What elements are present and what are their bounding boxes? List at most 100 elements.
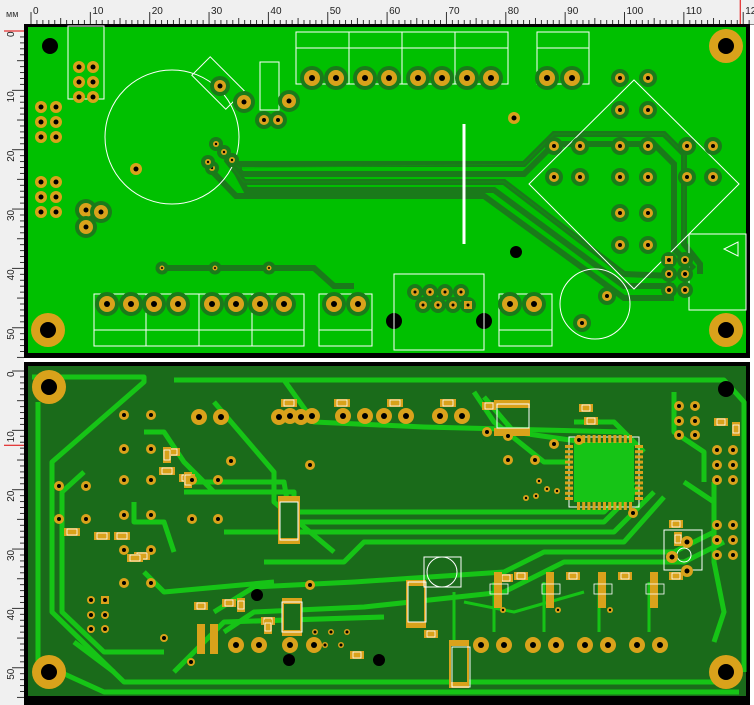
drill-hole: [577, 438, 581, 442]
drill-hole: [552, 144, 556, 148]
qfp-pin: [608, 435, 612, 443]
ruler-label: 40: [6, 269, 17, 281]
drill-hole: [329, 630, 333, 634]
smd-resistor: [424, 630, 438, 638]
drill-hole: [488, 75, 494, 81]
drill-hole: [715, 523, 719, 527]
drill-hole: [149, 478, 153, 482]
drill-hole: [501, 642, 507, 648]
qfp-pin: [635, 491, 643, 495]
drill-hole: [38, 194, 44, 200]
drill-hole: [618, 243, 622, 247]
drill-hole: [552, 442, 556, 446]
drill-hole: [89, 613, 93, 617]
drill-hole: [83, 207, 89, 213]
drill-hole: [552, 175, 556, 179]
drill-hole: [287, 413, 293, 419]
drill-hole: [90, 94, 96, 100]
drill-hole: [149, 513, 153, 517]
drill-hole: [618, 175, 622, 179]
drill-hole: [715, 538, 719, 542]
qfp-pin: [618, 502, 622, 510]
drill-hole: [618, 211, 622, 215]
drill-hole: [485, 430, 489, 434]
drill-hole: [222, 150, 226, 154]
qfp-pin: [565, 486, 573, 490]
qfp-pin: [603, 502, 606, 510]
smd-resistor: [674, 532, 682, 546]
drill-hole: [677, 404, 681, 408]
ruler-label: 50: [330, 6, 342, 17]
drill-hole: [506, 458, 510, 462]
drill-hole: [76, 94, 82, 100]
drill-hole: [149, 447, 153, 451]
drill-hole: [669, 554, 675, 560]
drill-hole: [667, 288, 671, 292]
ruler-label: 90: [567, 6, 579, 17]
drill-hole: [276, 414, 282, 420]
drill-hole: [53, 194, 59, 200]
drill-hole: [533, 458, 537, 462]
ruler-label: 110: [686, 6, 702, 17]
smd-transistor: [197, 624, 205, 654]
drill-hole: [281, 301, 287, 307]
drill-hole: [507, 301, 513, 307]
smd-resistor: [566, 572, 580, 580]
drill-hole: [605, 642, 611, 648]
drill-hole: [684, 568, 690, 574]
drill-hole: [189, 660, 193, 664]
drill-hole: [693, 433, 697, 437]
ruler-label: 40: [270, 6, 282, 17]
qfp-pin: [587, 435, 591, 443]
drill-hole: [464, 75, 470, 81]
qfp-pin: [597, 502, 601, 510]
qfp-pin: [613, 435, 617, 443]
through-hole-pads: [35, 61, 722, 332]
ruler-label: 50: [6, 668, 17, 680]
qfp-pin: [618, 435, 622, 443]
drill-hole: [677, 419, 681, 423]
qfp-pin: [608, 502, 612, 510]
smd-resistor: [334, 399, 350, 407]
qfp-pin: [635, 481, 643, 485]
drill-hole: [683, 288, 687, 292]
drill-hole: [149, 548, 153, 552]
drill-hole: [683, 272, 687, 276]
drill-hole: [685, 175, 689, 179]
drill-hole: [478, 642, 484, 648]
drill-hole: [646, 175, 650, 179]
drill-hole: [57, 484, 61, 488]
smd-resistor: [732, 422, 740, 436]
qfp-pin: [635, 445, 643, 448]
top-layer-view[interactable]: [24, 24, 754, 358]
drill-hole: [57, 517, 61, 521]
drill-hole: [608, 608, 612, 612]
bottom-layer-view[interactable]: [24, 362, 754, 705]
ruler-label: 0: [6, 31, 17, 37]
ruler-label: 70: [448, 6, 460, 17]
drill-hole: [175, 301, 181, 307]
ruler-label: 120: [745, 6, 754, 17]
copper-pour-bright: [32, 374, 747, 695]
drill-hole: [578, 144, 582, 148]
drill-hole: [256, 642, 262, 648]
drill-hole: [646, 211, 650, 215]
smd-resistor: [264, 620, 272, 634]
qfp-pin: [635, 465, 643, 469]
smd-resistor: [194, 602, 208, 610]
drill-hole: [104, 301, 110, 307]
drill-hole: [693, 419, 697, 423]
drill-hole: [128, 301, 134, 307]
drill-hole: [217, 83, 223, 89]
drill-hole: [196, 414, 202, 420]
qfp-pin: [565, 476, 573, 480]
smd-components: [64, 399, 740, 688]
qfp-pin: [565, 497, 573, 500]
drill-hole: [276, 118, 280, 122]
smd-resistor: [94, 532, 110, 540]
smd-transistor: [546, 572, 554, 608]
drill-hole: [38, 179, 44, 185]
